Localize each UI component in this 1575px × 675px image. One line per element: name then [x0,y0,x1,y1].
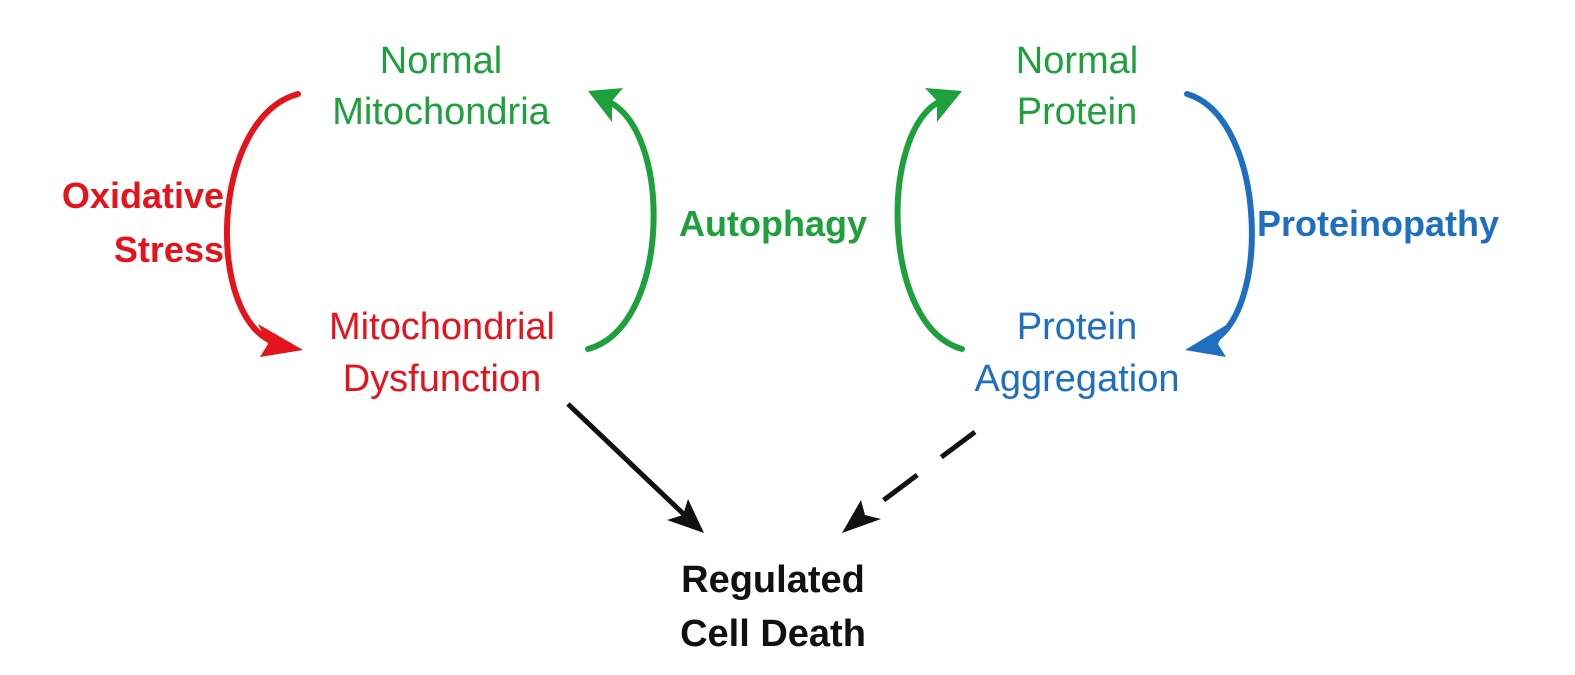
node-normal-mitochondria-line1: Normal [380,40,502,82]
arrow-autophagy-right [894,88,965,352]
line-aggregation-to-cell-death [851,429,977,526]
arrowhead-proteinopathy [1185,324,1228,357]
arc-proteinopathy [1184,91,1255,346]
process-oxidative-stress-line2: Stress [114,229,224,270]
arc-autophagy-right [894,98,965,352]
arrowhead-dysfunction-to-cell-death [667,499,704,533]
line-dysfunction-to-cell-death [566,402,695,525]
arc-autophagy-left [585,98,657,352]
node-normal-mitochondria: Normal Mitochondria [332,40,550,133]
node-mitochondrial-dysfunction: Mitochondrial Dysfunction [329,306,555,400]
node-regulated-cell-death-line1: Regulated [681,559,865,601]
arrow-proteinopathy [1184,91,1255,357]
arrow-dysfunction-to-cell-death [566,402,704,533]
node-mitochondrial-dysfunction-line1: Mitochondrial [329,306,555,348]
node-regulated-cell-death-line2: Cell Death [680,613,866,655]
node-protein-aggregation: Protein Aggregation [975,306,1180,400]
node-normal-mitochondria-line2: Mitochondria [332,91,550,133]
process-oxidative-stress: Oxidative Stress [62,175,224,270]
node-protein-aggregation-line1: Protein [1017,306,1137,348]
node-normal-protein-line1: Normal [1016,40,1138,82]
arrow-autophagy-left [585,88,657,352]
arrowhead-oxidative-stress [258,324,303,357]
node-regulated-cell-death: Regulated Cell Death [680,559,866,655]
arrow-aggregation-to-cell-death [842,429,977,533]
node-normal-protein: Normal Protein [1016,40,1138,133]
process-oxidative-stress-line1: Oxidative [62,175,224,216]
arrowhead-autophagy-left [588,88,623,122]
arrowhead-autophagy-right [925,88,962,122]
arrow-oxidative-stress [223,91,303,357]
arc-oxidative-stress [223,91,301,346]
node-normal-protein-line2: Protein [1017,91,1137,133]
process-proteinopathy: Proteinopathy [1257,203,1499,244]
process-autophagy: Autophagy [679,203,867,244]
node-mitochondrial-dysfunction-line2: Dysfunction [343,358,542,400]
node-protein-aggregation-line2: Aggregation [975,358,1180,400]
arrowhead-aggregation-to-cell-death [842,500,881,533]
